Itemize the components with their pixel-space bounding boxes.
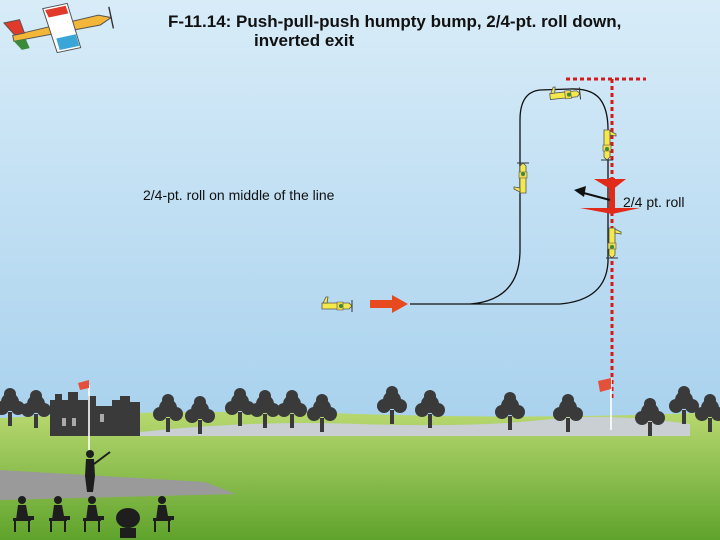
ground-mist [140, 416, 690, 436]
entry-arrow-icon [370, 295, 408, 313]
flag-icon-right [598, 378, 612, 430]
runway [0, 470, 236, 500]
roll-annotation: 2/4 pt. roll [623, 194, 685, 210]
title-line-1: F-11.14: Push-pull-push humpty bump, 2/4… [168, 12, 622, 31]
flight-path [410, 88, 609, 305]
roll-marker [580, 178, 640, 214]
judge-row [13, 496, 174, 538]
page-title: F-11.14: Push-pull-push humpty bump, 2/4… [168, 12, 713, 50]
exit-arrow-icon [574, 186, 611, 201]
vertical-guide [566, 77, 646, 398]
model-plane-logo-icon [2, 2, 115, 54]
pilot-icon [85, 450, 111, 492]
ground-grass [0, 411, 720, 540]
castle-icon [50, 392, 140, 436]
flag-icon-left [78, 380, 90, 452]
judge-icon [116, 508, 140, 538]
title-line-2: inverted exit [254, 31, 355, 50]
middle-roll-annotation: 2/4-pt. roll on middle of the line [143, 187, 335, 203]
